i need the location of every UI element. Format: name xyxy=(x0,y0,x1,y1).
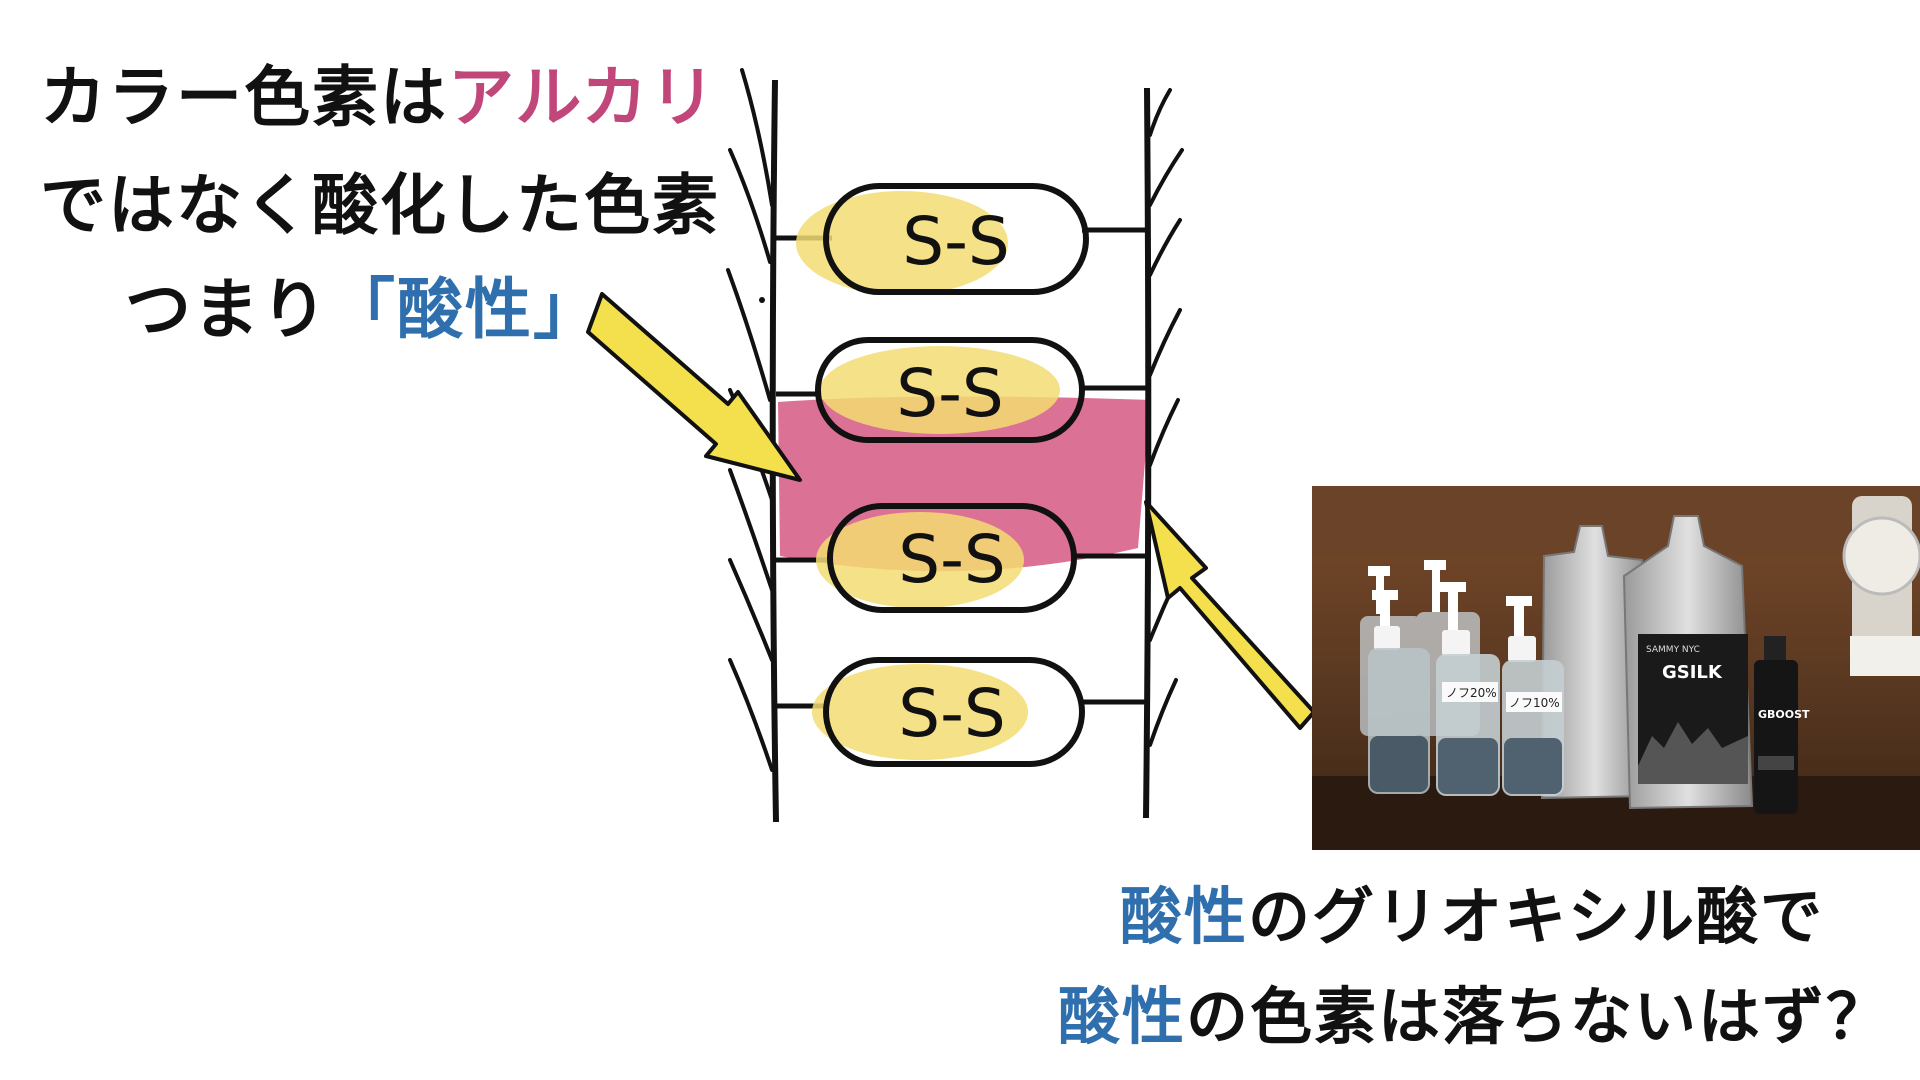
photo-gboost-text: GBOOST xyxy=(1758,708,1810,721)
pump-bottle-1 xyxy=(1368,590,1430,794)
bond-label-1: S-S xyxy=(902,203,1010,280)
question-line-1: 酸性のグリオキシル酸で xyxy=(1120,866,1824,956)
caption-line-3: つまり「酸性」 xyxy=(125,256,601,352)
pump-bottle-2: ノフ20% xyxy=(1436,582,1500,796)
bond-label-3: S-S xyxy=(898,521,1006,598)
right-strand-line xyxy=(1143,87,1152,819)
question-line-2-plain: の色素は落ちないはず？ xyxy=(1186,980,1891,1053)
pump-bottle-3: ノフ10% xyxy=(1502,596,1564,796)
caption-line-2: ではなく酸化した色素 xyxy=(40,166,720,244)
question-line-2: 酸性の色素は落ちないはず？ xyxy=(1058,966,1890,1056)
disulfide-bond-3: S-S xyxy=(776,503,1146,613)
photo-gsilk-text: GSILK xyxy=(1662,662,1723,683)
caption-line-3-plain: つまり xyxy=(125,270,329,348)
caption-line-1-highlight: アルカリ xyxy=(448,58,718,136)
question-line-1-highlight: 酸性 xyxy=(1120,880,1249,953)
question-line-2-highlight: 酸性 xyxy=(1058,980,1187,1053)
caption-line-3-highlight: 「酸性」 xyxy=(329,270,601,348)
right-strand-ticks xyxy=(1148,88,1184,747)
arrow-right-icon xyxy=(1144,500,1316,730)
question-line-1-plain: のグリオキシル酸で xyxy=(1248,880,1825,953)
caption-line-1: カラー色素はアルカリ xyxy=(40,44,717,140)
disulfide-bond-4: S-S xyxy=(776,657,1146,767)
bond-label-4: S-S xyxy=(898,675,1006,752)
disulfide-bond-1: S-S xyxy=(776,183,1146,295)
photo-brand-text: SAMMY NYC xyxy=(1646,645,1700,655)
bottle-label-10: ノフ10% xyxy=(1509,696,1560,710)
product-photo: SAMMY NYC GSILK GBOOST ノフ20% ノフ1 xyxy=(1312,486,1920,850)
bond-label-2: S-S xyxy=(896,355,1004,432)
arrow-left-icon xyxy=(586,292,802,482)
bottle-label-20: ノフ20% xyxy=(1446,686,1497,700)
disulfide-bond-2: S-S xyxy=(776,337,1146,443)
caption-line-1-plain: カラー色素は xyxy=(40,58,448,136)
